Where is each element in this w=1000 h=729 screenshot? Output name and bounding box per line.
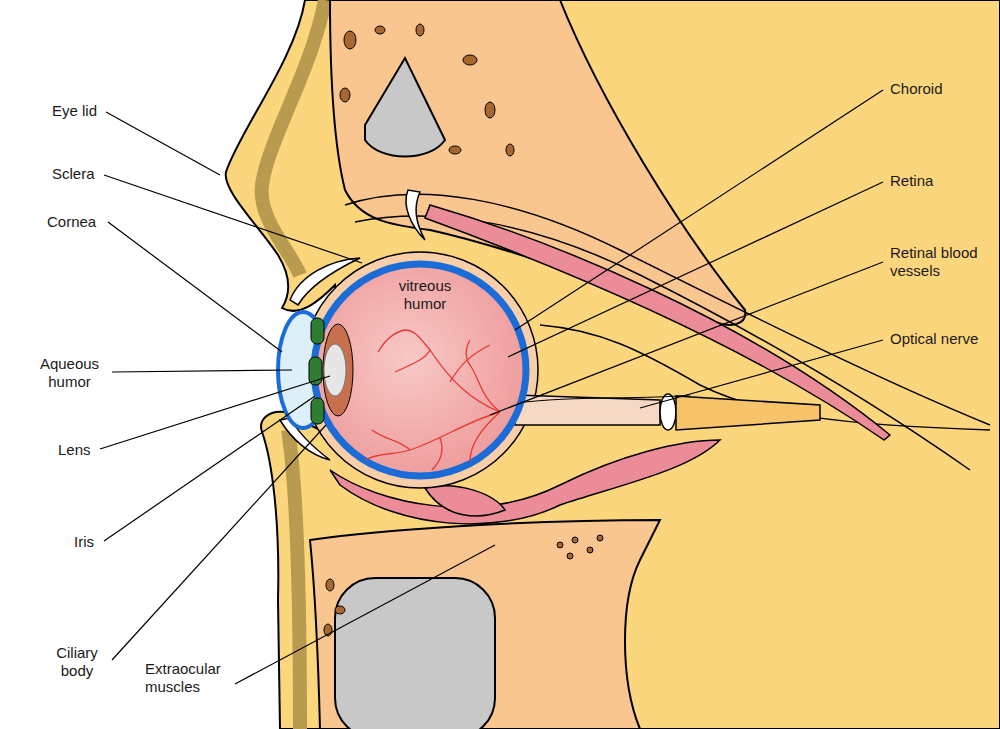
illustration-part: [485, 102, 495, 118]
illustration-part: [490, 262, 883, 415]
illustration-part: [515, 90, 883, 330]
illustration-part: [104, 175, 362, 263]
illustration-part: [449, 146, 461, 154]
illustration-part: [557, 542, 563, 548]
part-label: Lens: [58, 441, 118, 459]
illustration-part: [100, 376, 330, 449]
illustration-part: [323, 324, 353, 416]
part-label: Aqueous humor: [32, 355, 107, 391]
illustration-part: [235, 545, 495, 684]
illustration-part: [335, 578, 495, 729]
illustration-part: [405, 330, 500, 412]
illustration-part: [375, 26, 385, 34]
illustration-part: [108, 222, 282, 352]
illustration-part: [432, 438, 442, 470]
illustration-part: [365, 412, 500, 460]
part-label: Sclera: [52, 165, 122, 183]
illustration-part: [505, 395, 690, 405]
part-label: Retinal blood vessels: [890, 244, 990, 280]
illustration-part: [112, 370, 292, 372]
illustration-part: [395, 350, 430, 372]
illustration-part: [314, 264, 526, 476]
illustration-part: [112, 425, 326, 660]
illustration-part: [104, 396, 315, 541]
leader-lines: [100, 90, 883, 684]
illustration-part: [508, 182, 883, 357]
part-label: Iris: [74, 533, 134, 551]
illustration-part: [302, 252, 538, 488]
illustration-part: [515, 395, 660, 425]
part-label: Choroid: [890, 80, 990, 98]
part-label: Extraocular muscles: [145, 660, 240, 696]
illustration-part: [344, 31, 356, 49]
illustration-part: [340, 24, 514, 156]
illustration-part: [311, 398, 324, 424]
illustration-part: [340, 88, 350, 102]
illustration-part: [106, 112, 220, 175]
retinal-blood-vessels: [365, 330, 500, 470]
illustration-part: [640, 340, 883, 408]
illustration-part: [406, 190, 425, 240]
illustration-part: [324, 344, 346, 396]
illustration-part: [572, 537, 578, 543]
illustration-part: [597, 535, 603, 541]
illustration-part: [372, 430, 410, 450]
part-label: vitreous humor: [385, 277, 465, 313]
illustration-part: [587, 547, 593, 553]
illustration-part: [365, 58, 445, 157]
illustration-part: [567, 553, 573, 559]
part-label: Eye lid: [52, 102, 122, 120]
illustration-part: [425, 486, 505, 516]
illustration-part: [335, 606, 345, 614]
illustration-part: [466, 340, 500, 412]
illustration-part: [262, 0, 325, 275]
illustration-part: [506, 144, 514, 156]
illustration-part: [676, 396, 820, 430]
illustration-part: [450, 345, 490, 382]
illustration-part: [324, 535, 603, 636]
illustration-part: [378, 330, 405, 352]
part-label: Optical nerve: [890, 330, 995, 348]
illustration-part: [288, 430, 300, 729]
illustration-part: [416, 24, 424, 36]
illustration-part: [326, 579, 334, 591]
eye-globe: [278, 252, 820, 524]
part-label: Retina: [890, 172, 990, 190]
part-label: Ciliary body: [42, 644, 112, 680]
illustration-part: [463, 55, 477, 65]
illustration-part: [311, 318, 324, 344]
maxilla-bone: [310, 520, 660, 729]
part-label: Cornea: [47, 213, 117, 231]
illustration-part: [309, 318, 324, 424]
illustration-part: [470, 412, 500, 462]
illustration-part: [660, 394, 676, 430]
